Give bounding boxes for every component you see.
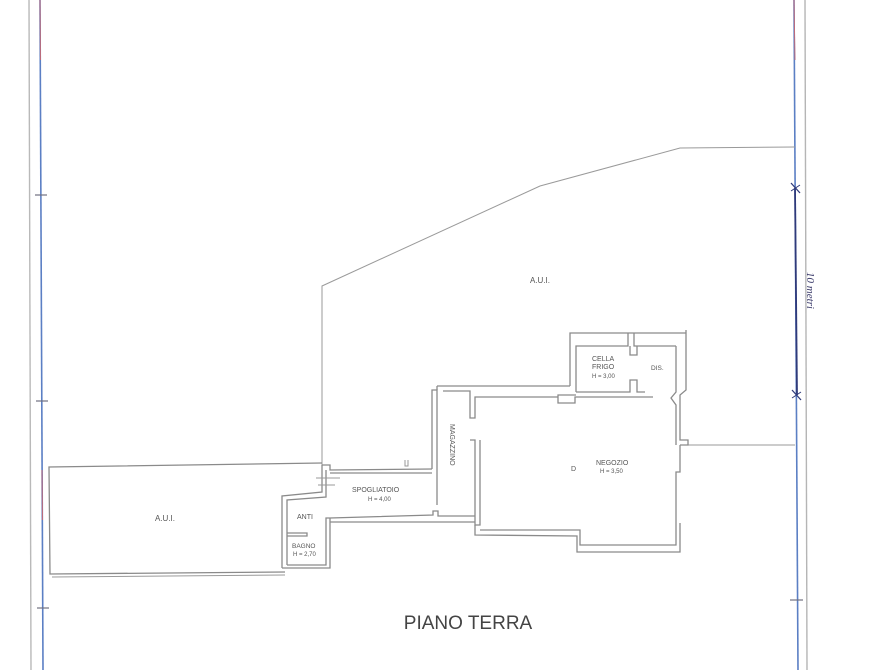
room-label-cella-frigo: CELLA [592,356,615,363]
room-label-bagno: BAGNO [292,543,315,550]
room-label-magazzino: MAGAZZINO [448,424,455,466]
room-label-aui-left: A.U.I. [155,514,175,523]
room-label-negozio: NEGOZIO [596,460,629,467]
room-label-dis: DIS. [651,365,664,372]
aui-left-area [48,462,323,578]
room-label-aui-top: A.U.I. [530,276,550,285]
room-label-cella-frigo-2: FRIGO [592,364,615,371]
building-walls [281,330,689,569]
room-label-anti: ANTI [297,514,313,521]
room-labels: A.U.I. A.U.I. CELLA FRIGO H = 3,00 DIS. … [155,276,664,558]
drawing-title: PIANO TERRA [404,613,533,634]
room-height-cella-frigo: H = 3,00 [592,374,616,380]
room-height-bagno: H = 2,70 [293,552,317,558]
room-height-negozio: H = 3,50 [600,469,624,475]
scale-bar: 10 metri [790,182,816,401]
room-label-spogliatoio: SPOGLIATOIO [352,487,400,494]
room-height-spogliatoio: H = 4,00 [368,497,392,503]
negozio-marker: D [571,466,576,473]
sheet-border-right [790,0,808,670]
scale-label: 10 metri [804,272,816,309]
aui-top-area [321,146,796,465]
sheet-border-left [28,0,49,670]
